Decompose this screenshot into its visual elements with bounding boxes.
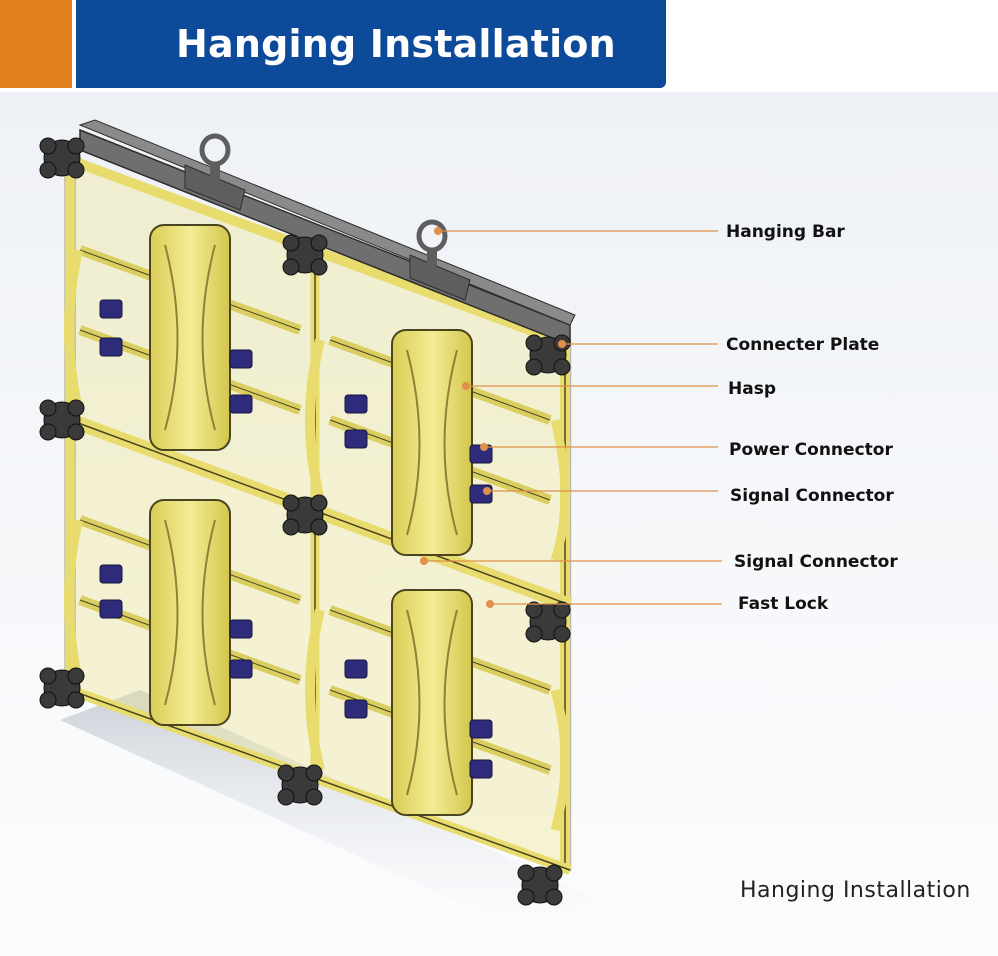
power-module-top-right bbox=[391, 329, 473, 556]
header-banner: Hanging Installation bbox=[76, 0, 666, 88]
connector-group bbox=[99, 299, 493, 779]
ground-shadow bbox=[60, 690, 600, 930]
callout-leaders bbox=[420, 227, 722, 608]
power-module-top-left bbox=[149, 224, 231, 451]
lifting-eye-left bbox=[199, 133, 231, 180]
label-hasp: Hasp bbox=[728, 379, 776, 399]
header-accent-block bbox=[0, 0, 72, 88]
label-power-connector: Power Connector bbox=[729, 440, 893, 460]
power-module-bottom-left bbox=[149, 499, 231, 726]
page-title: Hanging Installation bbox=[176, 22, 616, 66]
diagram-caption: Hanging Installation bbox=[740, 878, 971, 903]
label-connecter-plate: Connecter Plate bbox=[726, 335, 880, 355]
label-signal-connector-1: Signal Connector bbox=[730, 486, 894, 506]
label-fast-lock: Fast Lock bbox=[738, 594, 829, 614]
power-module-bottom-right bbox=[391, 589, 473, 816]
corner-plates bbox=[39, 137, 571, 906]
label-signal-connector-2: Signal Connector bbox=[734, 552, 898, 572]
lifting-eye-right bbox=[416, 219, 448, 266]
label-hanging-bar: Hanging Bar bbox=[726, 222, 845, 242]
